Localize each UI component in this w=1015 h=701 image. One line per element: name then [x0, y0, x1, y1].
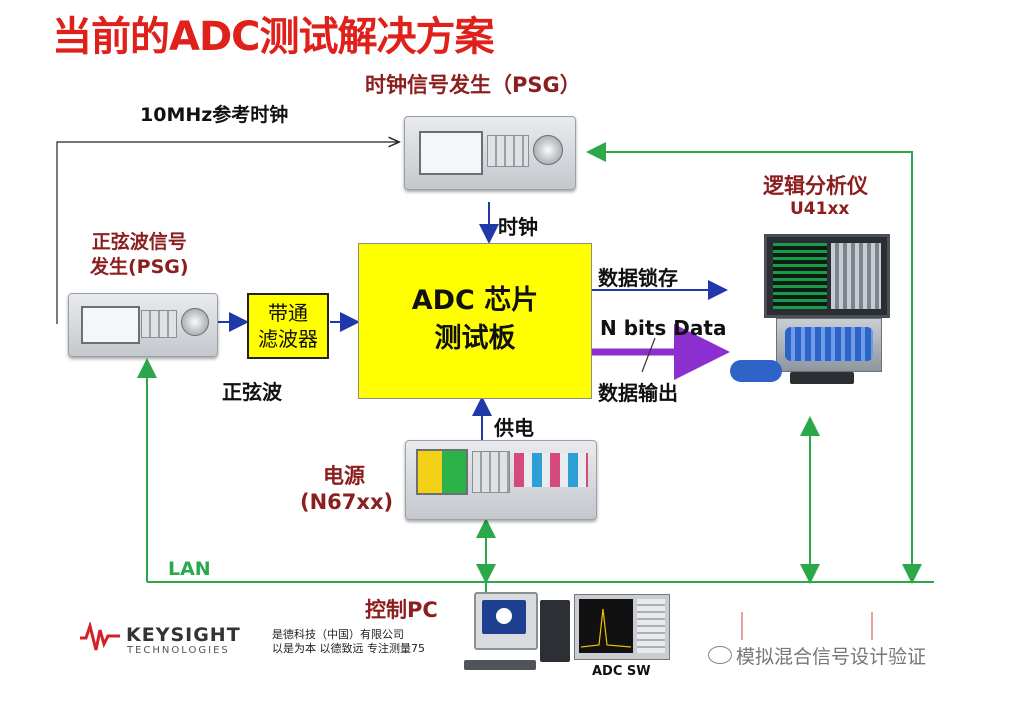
- control-pc-label: 控制PC: [365, 598, 438, 622]
- power-arrow-label: 供电: [494, 416, 534, 440]
- keyboard: [790, 372, 854, 384]
- adc-sw-screenshot: [574, 594, 670, 660]
- data-latch-label: 数据锁存: [598, 266, 678, 290]
- logic-analyzer-monitor: [764, 234, 890, 318]
- company-info: 是德科技（中国）有限公司 以是为本 以德致远 专注测量75: [272, 628, 425, 655]
- power-supply-unit: [405, 440, 597, 520]
- pc-keyboard: [464, 660, 536, 670]
- power-supply-label-line2: (N67xx): [300, 490, 394, 514]
- probe-cable: [730, 360, 782, 382]
- pc-monitor: [474, 592, 538, 650]
- keysight-wave-logo: [80, 622, 120, 651]
- logic-analyzer-label: 逻辑分析仪: [763, 174, 868, 198]
- pc-tower: [540, 600, 570, 662]
- n-bits-label: N bits Data: [600, 316, 727, 340]
- sine-psg-label: 正弦波信号 发生(PSG): [90, 231, 189, 278]
- wechat-icon: [708, 646, 732, 664]
- keysight-brand: KEYSIGHT: [126, 624, 241, 646]
- logic-analyzer-model: U41xx: [790, 199, 850, 219]
- clock-signal-generator: [404, 116, 576, 190]
- sine-signal-generator: [68, 293, 218, 357]
- adc-sw-label: ADC SW: [592, 664, 651, 679]
- lan-label: LAN: [168, 558, 211, 580]
- logic-analyzer-mainframe: [776, 318, 882, 372]
- adc-test-board: ADC 芯片 测试板: [358, 243, 592, 399]
- clock-arrow-label: 时钟: [498, 215, 538, 239]
- watermark-text: 模拟混合信号设计验证: [736, 646, 927, 668]
- power-supply-label-line1: 电源: [323, 464, 365, 488]
- clock-psg-label: 时钟信号发生（PSG）: [365, 73, 581, 97]
- page-title: 当前的ADC测试解决方案: [52, 14, 495, 60]
- ref-clock-line: [56, 142, 398, 324]
- ref-clock-label: 10MHz参考时钟: [140, 104, 289, 126]
- sine-wave-label: 正弦波: [222, 380, 282, 404]
- bandpass-filter: 带通 滤波器: [247, 293, 329, 359]
- keysight-sub: TECHNOLOGIES: [127, 645, 230, 656]
- data-out-label: 数据输出: [598, 381, 678, 405]
